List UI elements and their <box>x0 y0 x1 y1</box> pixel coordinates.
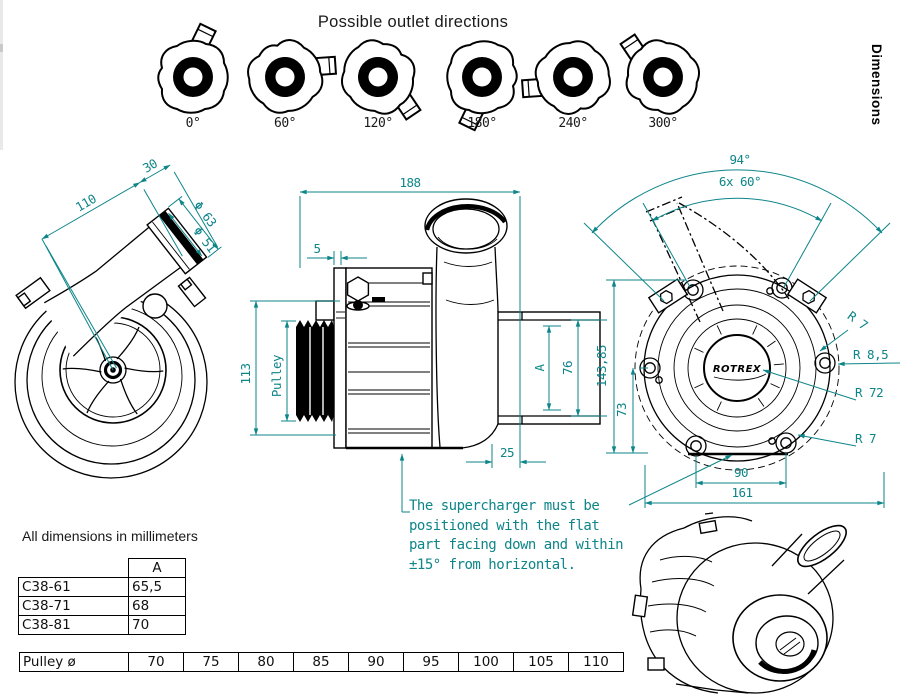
value-cell: 68 <box>128 596 186 616</box>
model-cell: C38-71 <box>18 596 129 616</box>
dim-90: 90 <box>734 465 748 480</box>
pulley-value-cell: 80 <box>238 652 294 672</box>
table-row: C38-61 65,5 <box>18 577 186 597</box>
diameter-dims <box>168 196 222 258</box>
outlet-label-120: 120° <box>363 116 393 131</box>
dim-76: 76 <box>560 361 575 375</box>
mount-ear-left <box>647 278 689 314</box>
pulley-value-cell: 70 <box>128 652 184 672</box>
dim-6x60: 6x 60° <box>719 174 761 189</box>
dim-a: A <box>532 364 547 372</box>
note-line-3: part facing down and within <box>409 537 624 553</box>
right-bolt-tab <box>177 276 207 308</box>
side-view-dims <box>250 189 607 513</box>
front-view-dims <box>583 169 901 508</box>
hub-extension-line <box>41 238 114 371</box>
outlet-icon-60deg <box>235 19 350 126</box>
front-view: ROTREX <box>583 152 901 508</box>
model-cell: C38-61 <box>18 577 129 597</box>
value-cell: 70 <box>128 615 186 635</box>
dim-r85: R 8,5 <box>853 347 888 362</box>
impeller-ticks <box>694 325 784 411</box>
note-line-4: ±15° from horizontal. <box>409 556 576 573</box>
dim-188: 188 <box>399 175 420 190</box>
table-row: A <box>19 558 186 578</box>
outlet-label-180: 180° <box>467 116 497 131</box>
dim-r7-bottom: R 7 <box>855 431 876 446</box>
dim-161: 161 <box>731 485 752 500</box>
dim-94: 94° <box>729 152 750 167</box>
phantom-outlet <box>645 196 790 323</box>
outlet-icon-0deg <box>157 22 229 114</box>
dim-113: 113 <box>238 363 253 384</box>
dim-r72: R 72 <box>855 385 883 400</box>
left-view: Φ 63 Φ 51 110 30 <box>14 156 222 479</box>
pulley-value-cell: 90 <box>348 652 404 672</box>
note-line-2: positioned with the flat <box>409 517 600 534</box>
outlet-label-300: 300° <box>648 116 678 131</box>
page-title: Possible outlet directions <box>317 13 509 31</box>
inlet-bell <box>424 198 508 448</box>
left-bolt-tab <box>15 276 51 310</box>
col-a-header: A <box>128 558 186 578</box>
pulley-value-cell: 100 <box>458 652 514 672</box>
model-cell: C38-81 <box>18 615 129 635</box>
pulley <box>296 320 334 422</box>
table-row: C38-71 68 <box>18 596 186 616</box>
note-line-1: The supercharger must be <box>409 498 600 514</box>
top-bolt <box>346 276 370 311</box>
pulley-value-cell: 85 <box>293 652 349 672</box>
mounting-note: The supercharger must be positioned with… <box>409 497 624 575</box>
outlet-label-0: 0° <box>185 116 201 131</box>
screen-edge-artifact <box>0 0 3 150</box>
dim-25: 25 <box>500 445 514 460</box>
dim-14385: 143,85 <box>594 345 609 387</box>
pulley-label-cell: Pulley ø <box>19 652 129 672</box>
table-row: Pulley ø 70 75 80 85 90 95 100 105 110 <box>19 652 624 672</box>
pulley-value-cell: 95 <box>403 652 459 672</box>
dim-r7-top: R 7 <box>845 308 871 333</box>
pulley-diameter-table: Pulley ø 70 75 80 85 90 95 100 105 110 <box>19 652 624 672</box>
body-marking <box>372 297 385 302</box>
iso-view <box>631 512 847 694</box>
table-row: C38-81 70 <box>18 615 186 635</box>
outlet-label-240: 240° <box>558 116 588 131</box>
side-view: 188 5 113 Pulley A 76 25 <box>238 175 607 513</box>
value-cell: 65,5 <box>128 577 186 597</box>
dim-pulley: Pulley <box>269 354 284 397</box>
dim-73: 73 <box>614 403 629 417</box>
outlet-label-60: 60° <box>274 116 296 131</box>
outlet-icons-row <box>157 19 713 135</box>
dim-110: 110 <box>73 191 99 215</box>
mount-ear-right <box>786 278 828 314</box>
pulley-value-cell: 75 <box>183 652 239 672</box>
units-note: All dimensions in millimeters <box>22 528 198 544</box>
pulley-value-cell: 105 <box>513 652 569 672</box>
outlet-icon-300deg <box>598 19 713 126</box>
dim-30: 30 <box>140 156 160 176</box>
rotrex-logo: ROTREX <box>713 364 762 375</box>
model-dimension-table: A C38-61 65,5 C38-71 68 C38-81 70 <box>18 558 186 635</box>
pulley-value-cell: 110 <box>568 652 624 672</box>
dim-5: 5 <box>313 241 320 256</box>
dimensions-tab-label: Dimensions <box>869 44 884 126</box>
